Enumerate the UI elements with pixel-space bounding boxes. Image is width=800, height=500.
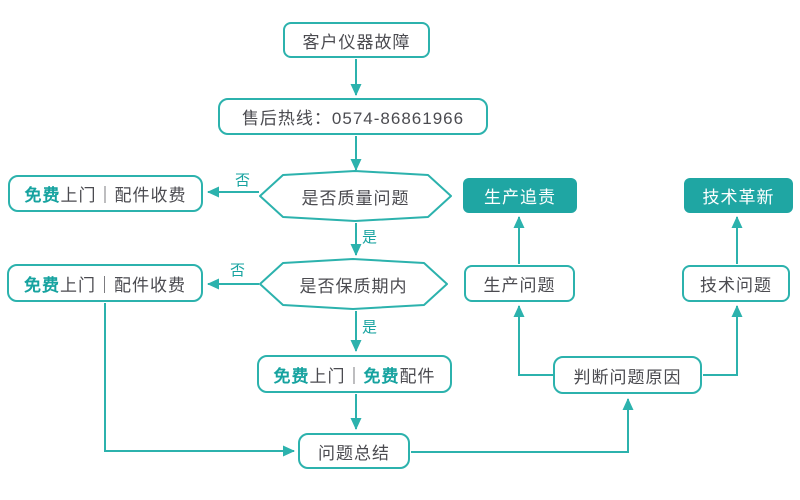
- edge-label-no-quality: 否: [235, 172, 251, 189]
- free-segment: 免费: [24, 275, 60, 295]
- free-visit-parts-fee-node-1: 免费上门｜配件收费: [8, 175, 203, 212]
- judge-cause-label: 判断问题原因: [573, 367, 682, 387]
- rest-segment: 上门｜配件收费: [60, 275, 186, 295]
- tech-issue-label: 技术问题: [700, 276, 772, 295]
- hotline-node: 售后热线：0574-86861966: [218, 98, 488, 135]
- free-segment: 免费: [24, 186, 61, 205]
- start-node: 客户仪器故障: [283, 22, 430, 58]
- free-visit-parts-fee-node-2: 免费上门｜配件收费: [7, 264, 203, 302]
- tech-innovation-label: 技术革新: [702, 188, 775, 207]
- decision-quality-label: 是否质量问题: [301, 188, 410, 208]
- decision-warranty-node: 是否保质期内: [259, 258, 448, 310]
- edge-left2-to-summary: [104, 303, 295, 457]
- decision-warranty-label: 是否保质期内: [299, 276, 408, 296]
- production-issue-label: 生产问题: [483, 276, 556, 295]
- rest-segment: 配件: [399, 366, 436, 386]
- summary-label: 问题总结: [318, 443, 390, 463]
- decision-hexagon-shape: [259, 170, 452, 222]
- summary-node: 问题总结: [298, 433, 410, 469]
- tech-innovation-node: 技术革新: [684, 178, 793, 213]
- free-visit-free-parts-node: 免费上门｜免费配件: [257, 355, 452, 393]
- decision-hexagon-shape: [259, 258, 448, 310]
- free-segment-2: 免费: [363, 366, 400, 386]
- hotline-label: 售后热线：0574-86861966: [241, 109, 465, 128]
- edge-label-no-warranty: 否: [230, 262, 246, 279]
- free-segment-1: 免费: [273, 366, 310, 386]
- production-accountability-node: 生产追责: [463, 178, 577, 213]
- production-accountability-label: 生产追责: [484, 188, 556, 207]
- edge-judge-to-tech-issue: [703, 305, 743, 376]
- edge-summary-to-judge: [411, 398, 634, 453]
- mid-segment: 上门｜: [309, 366, 364, 386]
- edge-label-yes-quality: 是: [362, 229, 378, 246]
- decision-quality-node: 是否质量问题: [259, 170, 452, 222]
- edge-label-yes-warranty: 是: [362, 319, 378, 336]
- tech-issue-node: 技术问题: [682, 265, 790, 302]
- rest-segment: 上门｜配件收费: [60, 186, 187, 205]
- judge-cause-node: 判断问题原因: [553, 356, 702, 394]
- start-label: 客户仪器故障: [302, 32, 411, 52]
- production-issue-node: 生产问题: [464, 265, 575, 302]
- edge-judge-to-production-issue: [513, 305, 553, 376]
